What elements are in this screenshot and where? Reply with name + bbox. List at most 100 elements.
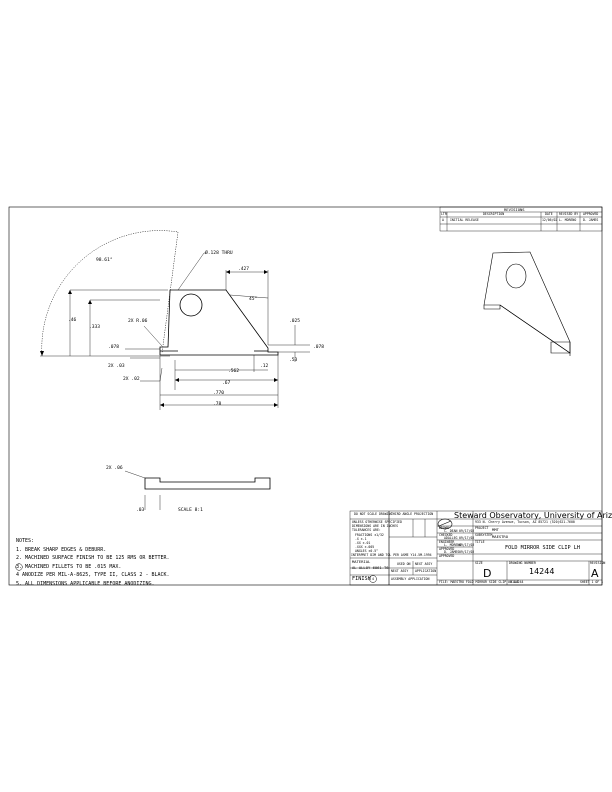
dim-67: .67: [222, 381, 231, 386]
rev-header-approved: APPROVED: [583, 212, 599, 216]
revisions-title: REVISIONS: [504, 207, 525, 212]
arrowheads: [40, 270, 278, 407]
tb-org: Steward Observatory, University of Arizo…: [454, 511, 612, 520]
notes-block: NOTES: 1. BREAK SHARP EDGES & DEBURR. 2.…: [16, 537, 170, 589]
rev-row-approved: D. JAMES: [583, 218, 599, 222]
note-3: 3. MACHINED FILLETS TO BE .015 MAX.: [16, 563, 122, 570]
dim-radius: 2X R.06: [128, 319, 148, 324]
tb-rev: A: [591, 567, 599, 580]
angle-arc: [41, 230, 179, 357]
tb-checked-by: ADALLEG: [444, 536, 458, 540]
tb-tol-4: .XXX ±.005: [355, 545, 375, 549]
rev-row-date: 12/06/02: [542, 218, 558, 222]
dimension-lines: [40, 252, 310, 410]
tb-tol-2: .X ±.1: [355, 537, 367, 541]
dim-078-left: .078: [108, 345, 120, 350]
tb-size-label: SIZE: [475, 561, 483, 565]
tb-project: MMT: [492, 527, 499, 532]
tb-engineer-label: ENGINEER: [439, 540, 455, 544]
rev-row-ltr: A: [442, 218, 444, 222]
tb-rev-label: REVISION: [590, 561, 606, 565]
tb-third-angle: THIRD ANGLE PROJECTION: [391, 512, 434, 516]
dim-562: .562: [228, 369, 240, 374]
tb-unless-2: UNLESS OTHERWISE SPECIFIED: [352, 520, 402, 524]
dim-12: .12: [260, 364, 269, 369]
dim-078-right: .078: [313, 345, 325, 350]
tb-appr-by: D. JAMES: [444, 550, 460, 554]
tb-scale-label: SCALE: [509, 580, 519, 584]
rev-header-date: DATE: [545, 212, 553, 216]
rev-header-revised-by: REVISED BY: [559, 212, 579, 216]
dim-78: .78: [213, 402, 222, 407]
note-4: 4 ANODIZE PER MIL-A-8625, TYPE II, CLASS…: [16, 572, 170, 579]
note-5: 5. ALL DIMENSIONS APPLICABLE BEFORE ANOD…: [16, 580, 155, 587]
tb-dwg-no-label: DRAWING NUMBER: [509, 561, 536, 565]
isometric-hole: [505, 263, 527, 289]
tb-assembly-application: ASSEMBLY APPLICATION: [391, 577, 430, 581]
tb-title-label: TITLE: [475, 540, 485, 544]
tb-sheet: SHEET 1 OF 1: [580, 580, 604, 584]
tb-subsystem: MAESTRO: [492, 534, 509, 539]
finish-symbol: [369, 575, 377, 583]
tb-appr-date: 09/17/02: [459, 550, 475, 554]
tb-eng-date: 09/17/02: [459, 543, 475, 547]
hole-circle: [179, 293, 203, 317]
tb-title: FOLD MIRROR SIDE CLIP LH: [505, 545, 580, 551]
tb-checked-date: 09/17/02: [459, 536, 475, 540]
scale-label: SCALE 8:1: [178, 508, 203, 513]
side-view: [124, 470, 271, 510]
tb-material-label: MATERIAL: [352, 559, 371, 564]
rev-row-description: INITIAL RELEASE: [450, 218, 479, 222]
note-1: 1. BREAK SHARP EDGES & DEBURR.: [16, 546, 107, 553]
tb-next-assy-label: NEXT ASSY: [415, 562, 433, 566]
dim-06-2x: 2X .06: [106, 466, 123, 471]
front-view: [159, 289, 279, 356]
rev-header-description: DESCRIPTION: [483, 212, 505, 216]
tb-unless-4: TOLERANCES ARE:: [352, 528, 381, 532]
dim-427: .427: [238, 267, 250, 272]
tb-finish-label: FINISH: [352, 576, 371, 582]
tb-dwg-no: 14244: [529, 567, 555, 576]
tb-checked-label: CHECKED: [439, 533, 453, 537]
tb-tol-1: FRACTIONS ±1/32: [355, 533, 384, 537]
dim-770: .770: [213, 391, 225, 396]
note-2: 2. MACHINED SURFACE FINISH TO BE 125 RMS…: [16, 555, 170, 562]
tb-size: D: [483, 567, 492, 580]
tb-finish-mark: 4: [372, 577, 374, 581]
dim-03-bottom: .03: [136, 508, 145, 513]
note-4-symbol: [15, 563, 23, 571]
tb-unless-3: DIMENSIONS ARE IN INCHES: [352, 524, 399, 528]
tb-interpret: INTERPRET DIM AND TOL PER ASME Y14.5M-19…: [351, 553, 432, 557]
tb-tol-3: .XX ±.01: [355, 541, 371, 545]
tb-drawn-label: DRAWN: [439, 526, 449, 530]
tb-drawn-by: C. DEAN: [444, 529, 458, 533]
dim-53: .53: [289, 358, 298, 363]
sheet-border: [8, 206, 603, 586]
dim-46: .46: [68, 318, 77, 323]
title-block-grid: [349, 510, 603, 586]
rev-row-revised-by: L. MORENO: [559, 218, 577, 222]
tb-eng-by: L. MORENO: [444, 543, 462, 547]
observatory-logo: [437, 518, 453, 530]
dim-025: .025: [289, 319, 301, 324]
tb-next-assy: NEXT ASSY: [391, 569, 409, 573]
dim-03-2x: 2X .03: [108, 364, 125, 369]
tb-project-label: PROJECT: [475, 526, 489, 530]
dim-hole: Ø.128 THRU: [205, 251, 233, 256]
isometric-view: [483, 251, 571, 356]
tb-application-label: APPLICATION: [415, 569, 437, 573]
tb-drawn-date: 09/17/02: [459, 529, 475, 533]
notes-heading: NOTES:: [16, 538, 35, 544]
tb-tol-5: ANGLES ±0.5°: [355, 549, 379, 553]
dim-333: .333: [89, 325, 101, 330]
rev-header-ltr: LTR: [441, 212, 447, 216]
dim-angle-98: 98.61°: [96, 258, 113, 263]
tb-file-path: FILE: MAESTRO FOLD MIRROR SIDE CLIP LH 1…: [439, 580, 524, 584]
tb-approved-label: APPROVED: [439, 547, 455, 551]
tb-address: 933 N. Cherry Avenue, Tucson, AZ 85721 (…: [475, 520, 575, 524]
tb-subsystem-label: SUBSYSTEM: [475, 533, 493, 537]
revision-block: [439, 206, 603, 232]
tb-material: AL ALLOY 6061-T6: [352, 565, 389, 570]
tb-used-on-label: USED ON: [397, 562, 411, 566]
